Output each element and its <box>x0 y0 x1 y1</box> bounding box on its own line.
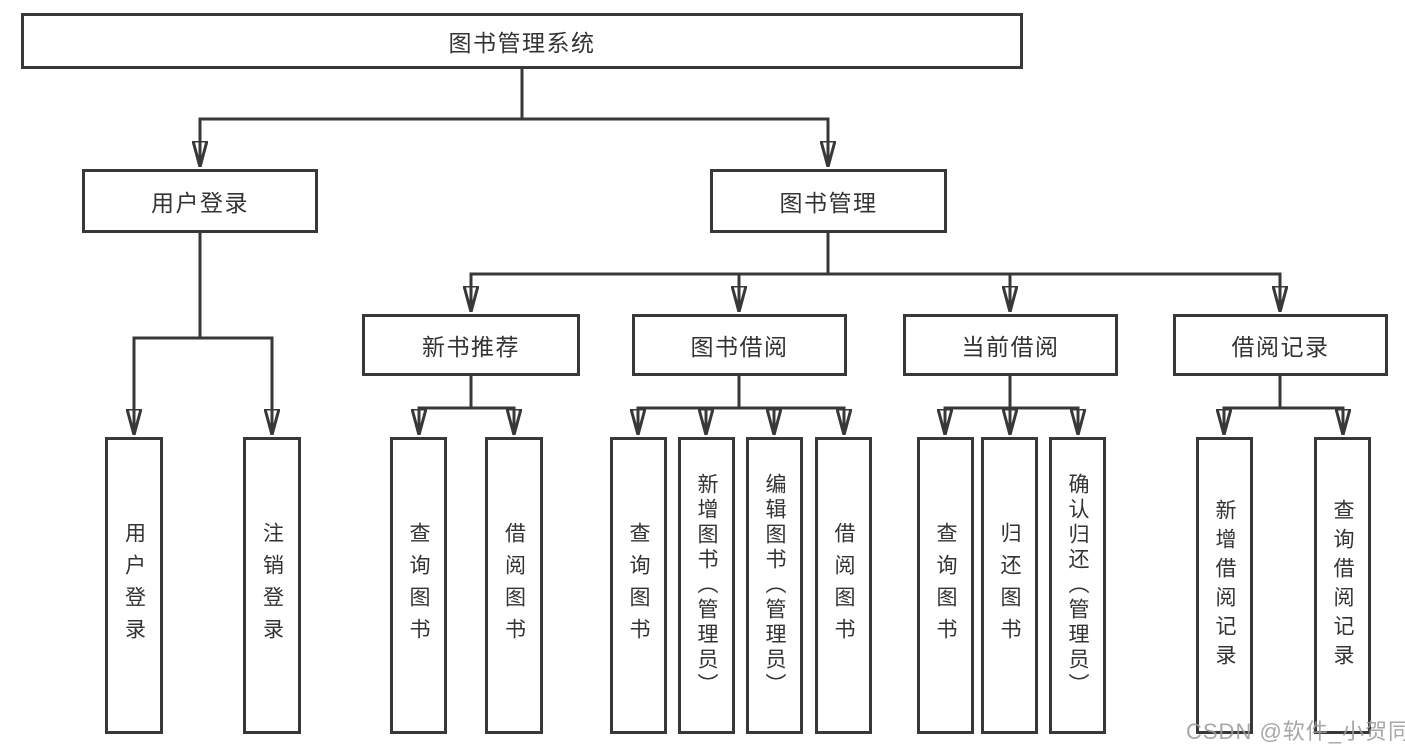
node-label: 查询图书 <box>934 521 957 650</box>
node-label: 图书借阅 <box>690 334 789 360</box>
node-label: 新增借阅记录 <box>1213 498 1236 673</box>
node-label: 借阅图书 <box>502 521 526 650</box>
node-leaf-query-borrow-record: 查询借阅记录 <box>1314 437 1371 734</box>
node-leaf-edit-books-admin: 编辑图书（管理员） <box>746 437 803 734</box>
node-leaf-borrow-books-recommend: 借阅图书 <box>485 437 543 734</box>
node-label: 图书管理系统 <box>448 30 596 56</box>
node-new-book-recommend: 新书推荐 <box>362 314 580 376</box>
watermark: CSDN @软件_小贺同学 <box>1186 719 1405 744</box>
node-leaf-query-books-recommend: 查询图书 <box>390 437 447 734</box>
node-label: 新增图书（管理员） <box>695 473 718 698</box>
node-label: 新书推荐 <box>422 334 520 360</box>
node-borrow-records: 借阅记录 <box>1173 314 1388 376</box>
node-leaf-logout: 注销登录 <box>243 437 301 734</box>
node-user-login: 用户登录 <box>82 169 318 233</box>
node-label: 借阅记录 <box>1231 334 1330 360</box>
node-label: 归还图书 <box>998 521 1021 650</box>
node-label: 借阅图书 <box>832 521 855 650</box>
node-leaf-user-login: 用户登录 <box>105 437 163 734</box>
node-leaf-return-books: 归还图书 <box>981 437 1038 734</box>
node-book-management: 图书管理 <box>710 169 947 233</box>
node-root: 图书管理系统 <box>21 13 1023 69</box>
node-book-borrowing: 图书借阅 <box>632 314 847 376</box>
node-label: 用户登录 <box>122 521 146 650</box>
node-leaf-borrow-books-borrowing: 借阅图书 <box>815 437 872 734</box>
node-leaf-add-books-admin: 新增图书（管理员） <box>678 437 735 734</box>
node-label: 用户登录 <box>151 190 249 216</box>
node-label: 查询借阅记录 <box>1331 498 1354 673</box>
node-label: 查询图书 <box>407 521 430 650</box>
node-label: 编辑图书（管理员） <box>763 473 786 698</box>
node-label: 图书管理 <box>779 190 878 216</box>
node-leaf-add-borrow-record: 新增借阅记录 <box>1196 437 1253 734</box>
node-label: 查询图书 <box>627 521 650 650</box>
node-label: 注销登录 <box>260 521 284 650</box>
node-leaf-confirm-return-admin: 确认归还（管理员） <box>1049 437 1106 734</box>
node-leaf-query-books-current: 查询图书 <box>917 437 974 734</box>
node-label: 确认归还（管理员） <box>1066 473 1089 698</box>
node-leaf-query-books-borrowing: 查询图书 <box>610 437 667 734</box>
node-label: 当前借阅 <box>961 334 1060 360</box>
node-current-borrowing: 当前借阅 <box>903 314 1118 376</box>
